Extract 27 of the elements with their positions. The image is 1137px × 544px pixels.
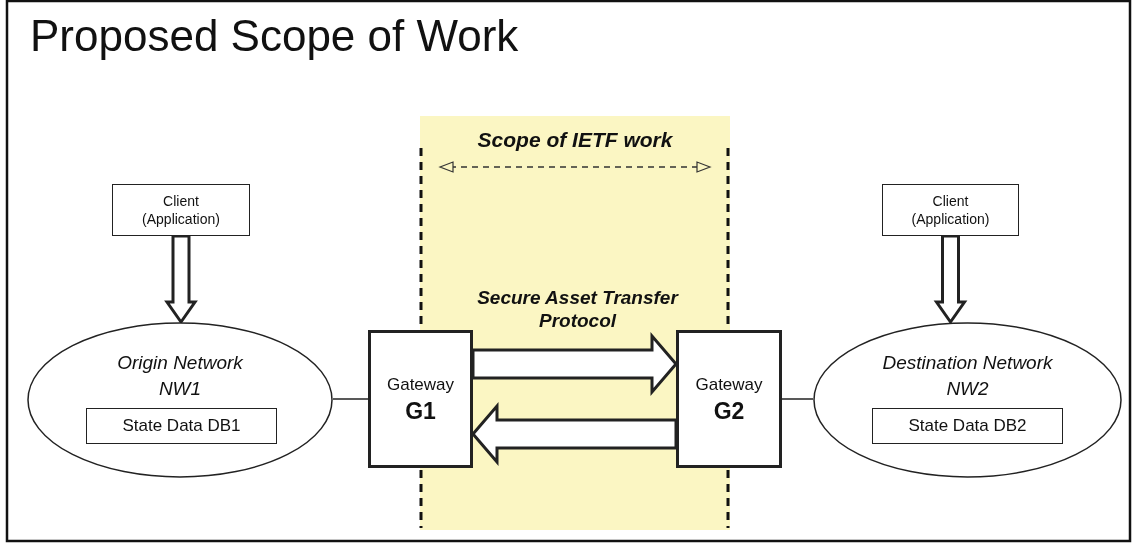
client-box	[112, 184, 250, 236]
scope-heading: Scope of IETF work	[477, 128, 673, 152]
gateway-label: Gateway	[386, 374, 455, 396]
database-label: State Data DB2	[908, 417, 1027, 435]
client-label: Client (Application)	[141, 192, 221, 228]
database-label: State Data DB1	[122, 417, 241, 435]
connector-line	[781, 398, 814, 400]
client-box	[882, 184, 1019, 236]
block-arrow	[164, 234, 198, 325]
gateway-id: G1	[405, 397, 436, 425]
gateway-box	[368, 330, 473, 468]
database-box	[872, 408, 1063, 444]
connector-line	[332, 398, 369, 400]
gateway-box	[676, 330, 782, 468]
gateway-label: Gateway	[695, 374, 763, 396]
network-name: Origin Network NW1	[116, 351, 244, 401]
database-box	[86, 408, 277, 444]
network-ellipse	[27, 322, 333, 478]
gateway-id: G2	[713, 397, 745, 425]
block-arrow	[471, 331, 678, 397]
network-name: Destination Network NW2	[881, 351, 1054, 401]
block-arrow	[933, 234, 968, 325]
block-arrow	[471, 401, 678, 467]
slide-title: Proposed Scope of Work	[30, 10, 519, 62]
protocol-label: Secure Asset Transfer Protocol	[476, 286, 680, 332]
network-ellipse	[813, 322, 1122, 478]
client-label: Client (Application)	[910, 192, 991, 228]
